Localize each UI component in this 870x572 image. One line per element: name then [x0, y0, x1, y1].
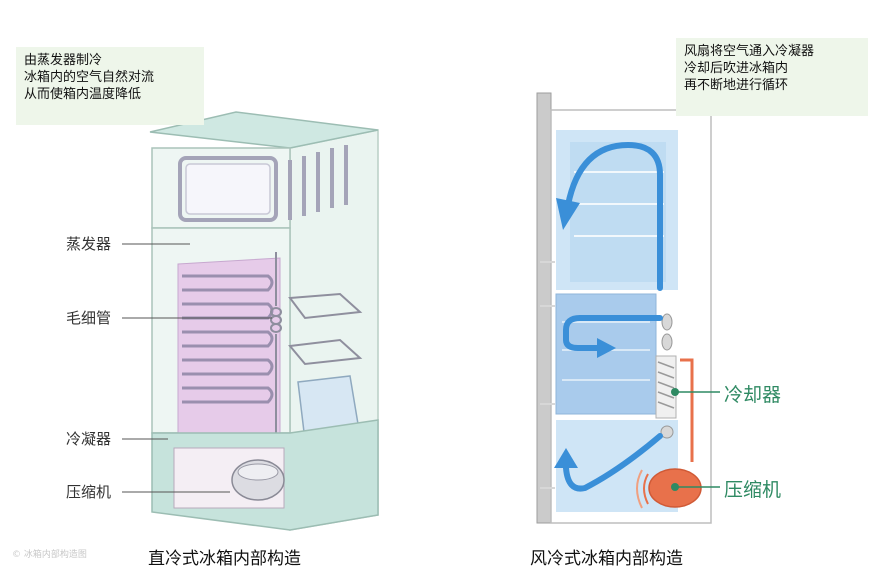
air-cooled-fridge — [536, 92, 720, 524]
watermark: © 冰箱内部构造图 — [12, 550, 87, 560]
direct-cooling-caption: 直冷式冰箱内部构造 — [148, 549, 301, 569]
compressor-label: 压缩机 — [66, 483, 112, 501]
cooler-label: 冷却器 — [724, 384, 782, 406]
condenser-label: 冷凝器 — [66, 430, 112, 448]
direct-cooling-note: 由蒸发器制冷 冰箱内的空气自然对流 从而使箱内温度降低 — [16, 47, 204, 125]
air-cooling-caption: 风冷式冰箱内部构造 — [530, 549, 683, 569]
direct-cooling-fridge — [122, 111, 379, 531]
capillary-label: 毛细管 — [66, 309, 112, 327]
air-cooling-note: 风扇将空气通入冷凝器 冷却后吹进冰箱内 再不断地进行循环 — [676, 38, 868, 116]
evaporator-label: 蒸发器 — [66, 235, 112, 253]
air-compressor-label: 压缩机 — [724, 479, 782, 501]
evaporator-panel — [177, 257, 281, 441]
